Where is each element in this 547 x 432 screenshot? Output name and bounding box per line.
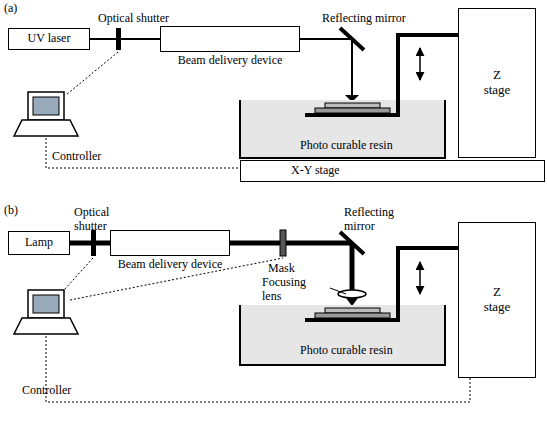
part-label: Controller	[22, 384, 71, 398]
box-label: X-Y stage	[291, 164, 340, 178]
box-label: Lamp	[25, 236, 53, 250]
part-label: (a)	[4, 2, 17, 16]
beam-line	[90, 38, 160, 40]
mask	[280, 230, 286, 256]
z-arm	[398, 35, 458, 113]
vat	[240, 100, 445, 158]
part-label: Reflecting mirror	[344, 206, 404, 234]
part-label: Optical shutter	[98, 12, 169, 26]
box-label: UV laser	[28, 32, 71, 46]
component-box: X-Y stage	[240, 160, 545, 182]
computer-icon	[14, 92, 78, 136]
lens	[338, 290, 366, 298]
box-label: Z stage	[479, 68, 515, 98]
component-box: Z stage	[458, 222, 536, 378]
part-label: Photo curable resin	[298, 344, 395, 358]
component-box: Beam delivery device	[160, 26, 300, 52]
component-box: UV laser	[8, 28, 90, 50]
part-label: Reflecting mirror	[322, 12, 406, 26]
box-label: Z stage	[479, 285, 515, 315]
component-box: Z stage	[458, 8, 536, 158]
part-label: Focusing lens	[262, 276, 316, 304]
part-label: Photo curable resin	[298, 139, 395, 153]
part-label: Controller	[52, 150, 101, 164]
box-label: Beam delivery device	[118, 258, 223, 272]
part-label: Optical shutter	[74, 206, 128, 234]
component-box: Beam delivery device	[110, 230, 230, 256]
component-box: Lamp	[8, 231, 70, 255]
beam-line	[70, 241, 110, 246]
box-label: Beam delivery device	[178, 54, 283, 68]
part-label: Mask	[268, 262, 295, 276]
part-label: (b)	[4, 204, 18, 218]
